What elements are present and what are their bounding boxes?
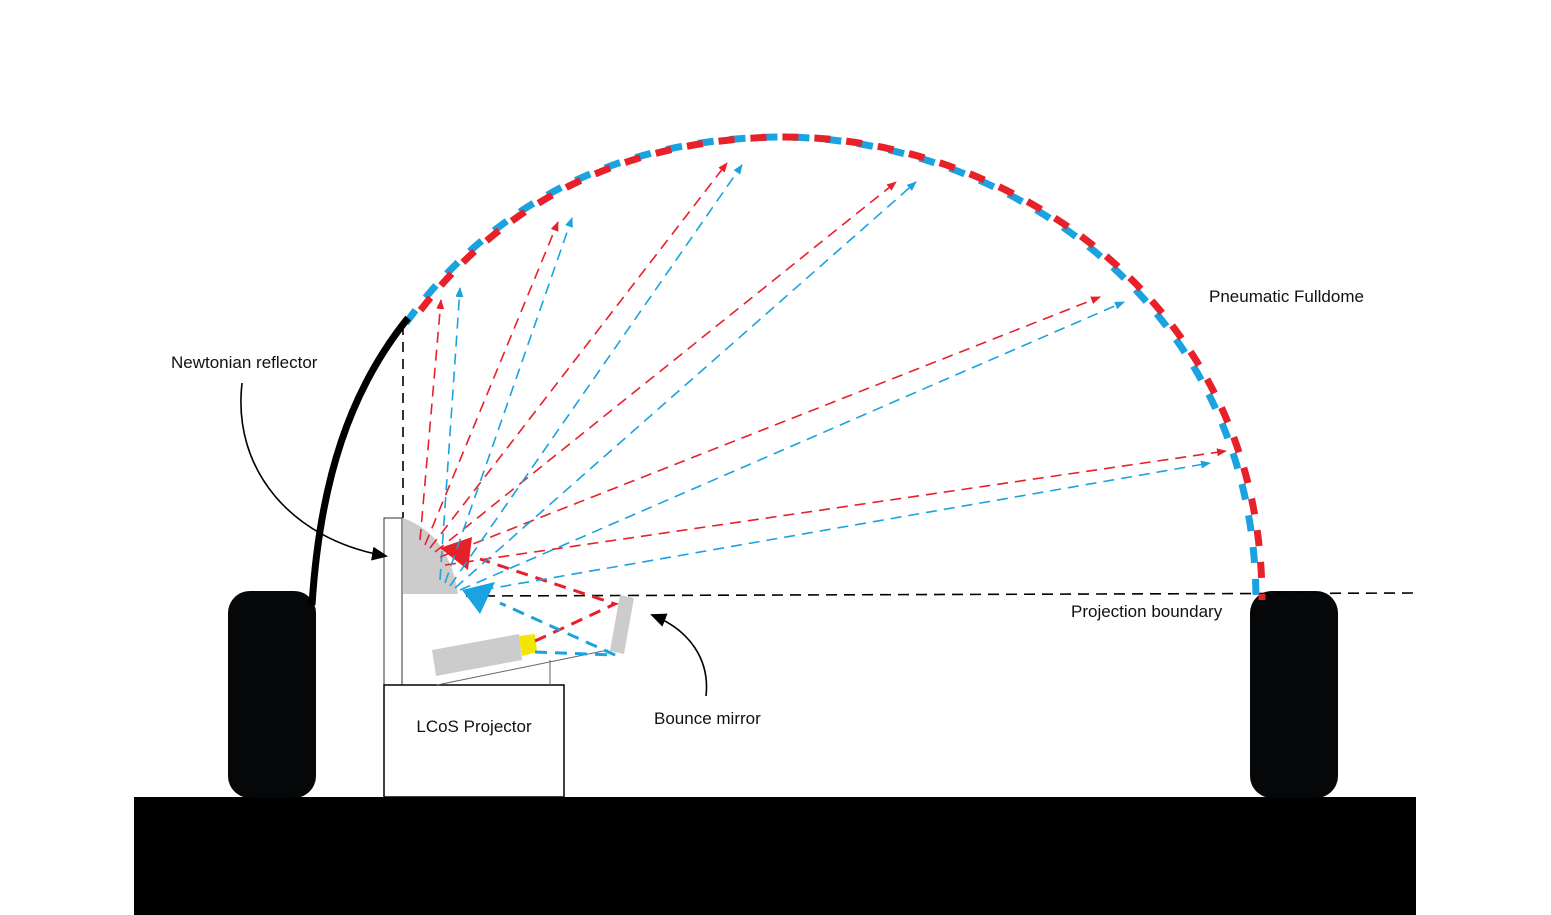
blue-ray xyxy=(459,301,1125,591)
blue-ray xyxy=(444,217,573,584)
blue-ray xyxy=(454,181,917,589)
bounce-mirror-callout-arrow xyxy=(650,613,708,697)
newtonian-reflector-curve xyxy=(308,315,411,606)
red-ray xyxy=(424,221,559,546)
newtonian-mirror xyxy=(403,518,458,594)
right-dome-support xyxy=(1250,591,1338,798)
dome-arc-blue xyxy=(403,133,1260,601)
red-projected-rays xyxy=(419,162,1227,566)
left-dome-support xyxy=(228,591,316,798)
red-ray xyxy=(434,181,897,553)
bounce-mirror xyxy=(610,595,634,654)
projection-boundary-label: Projection boundary xyxy=(1071,602,1223,621)
red-internal-beam xyxy=(479,557,620,643)
projector-stand-line-1 xyxy=(436,649,609,686)
projection-boundary-line xyxy=(465,592,1417,597)
lcos-projector-box xyxy=(383,684,565,798)
lcos-projector-label: LCoS Projector xyxy=(416,717,532,736)
blue-ray xyxy=(464,460,1211,594)
red-ray xyxy=(429,162,728,549)
projector-lens-tip xyxy=(519,634,537,656)
blue-projected-rays xyxy=(439,164,1211,594)
projector-lens-barrel xyxy=(432,634,522,676)
bounce-mirror-label: Bounce mirror xyxy=(654,709,761,728)
red-ray xyxy=(419,299,445,541)
blue-ray xyxy=(449,164,743,587)
ground-base xyxy=(134,797,1416,915)
blue-internal-beam xyxy=(499,601,616,657)
red-ray xyxy=(439,296,1101,558)
newtonian-reflector-label: Newtonian reflector xyxy=(171,353,318,372)
pneumatic-fulldome-label: Pneumatic Fulldome xyxy=(1209,287,1364,306)
red-ray xyxy=(444,448,1227,566)
blue-ray xyxy=(439,287,464,581)
dome-arc-red xyxy=(408,133,1266,601)
reflector-mount-post xyxy=(383,517,403,687)
newtonian-reflector-callout-arrow xyxy=(240,382,388,561)
